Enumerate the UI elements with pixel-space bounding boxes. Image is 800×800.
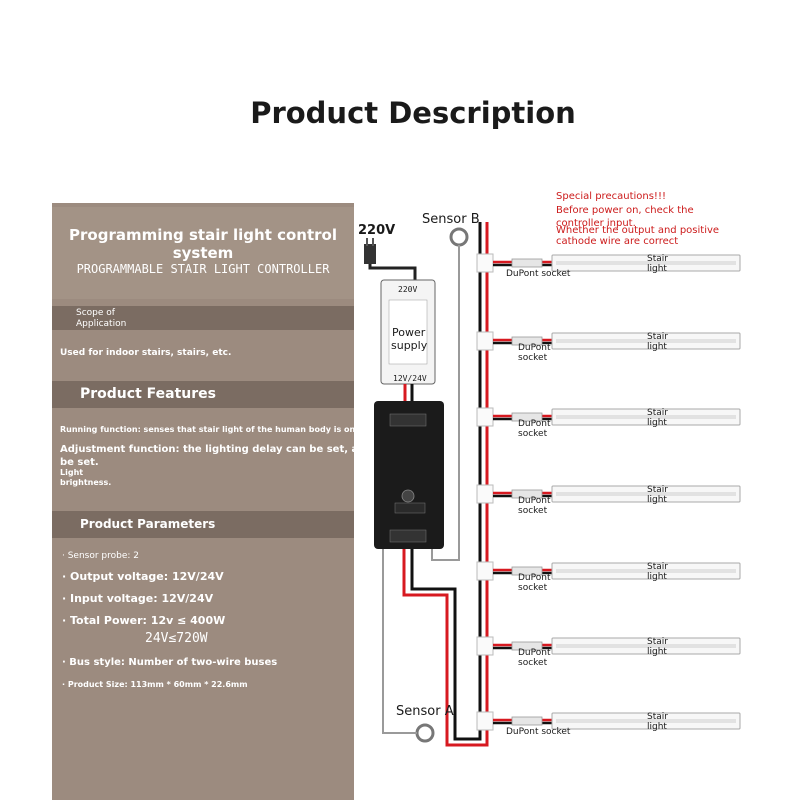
scope-band [52,306,354,330]
bus-red-wire [402,222,489,747]
stair-light-label-1-line2: light [647,264,667,274]
stair-light-label-4-line1: Stair [647,485,668,495]
stair-light-label-7-line1: Stair [647,712,668,722]
panel-title-line1: Programming stair light control [69,226,337,244]
bus-junction-6 [476,636,494,656]
input-voltage-label: 220V [358,223,396,238]
stair-light-label-6-line1: Stair [647,637,668,647]
scope-text: Used for indoor stairs, stairs, etc. [60,348,232,358]
running-function-text: Running function: senses that stair ligh… [60,425,359,434]
sensor-b-label: Sensor B [422,212,480,227]
precaution-line5: cathode wire are correct [556,236,679,247]
param-total-power: · Total Power: 12v ≤ 400W [62,614,226,627]
param-bus-style: · Bus style: Number of two-wire buses [62,657,278,668]
light-line1: Light [60,468,84,477]
stair-light-label-4-line2: light [647,495,667,505]
dupont-socket-label-6-line2: socket [518,658,548,668]
param-input-voltage: · Input voltage: 12V/24V [62,592,214,605]
stair-light-label-7-line2: light [647,722,667,732]
bus-junction-1 [476,253,494,273]
adjustment-function-line1: Adjustment function: the lighting delay … [60,444,466,455]
page-title: Product Description [250,96,576,130]
stair-light-label-2-line2: light [647,342,667,352]
dupont-socket-label-3-line2: socket [518,429,548,439]
bus-junction-2 [476,331,494,351]
param-output-voltage: · Output voltage: 12V/24V [62,570,224,583]
panel-title-band [52,207,354,299]
dupont-socket-label-5-line2: socket [518,583,548,593]
params-heading: Product Parameters [80,517,216,531]
stair-light-branches [476,253,741,731]
precaution-line1: Special precautions!!! [556,191,666,202]
panel-title-line2: system [172,244,234,262]
controller-module [374,401,444,549]
features-band [52,381,354,408]
ac-plug [364,238,417,282]
bus-junction-3 [476,407,494,427]
stair-light-label-3-line1: Stair [647,408,668,418]
panel-subtitle: PROGRAMMABLE STAIR LIGHT CONTROLLER [76,262,330,276]
power-supply [380,279,436,385]
bus-junction-5 [476,561,494,581]
param-sensor-probe: · Sensor probe: 2 [62,551,140,561]
stair-light-label-5-line2: light [647,572,667,582]
psu-label-line2: supply [391,339,428,352]
info-panel [52,203,354,800]
dupont-socket-label-3-line1: DuPont [518,419,551,429]
dupont-socket-4 [511,489,543,499]
dupont-socket-6 [511,641,543,651]
param-product-size: · Product Size: 113mm * 60mm * 22.6mm [62,680,248,689]
param-total-power-24v: 24V≤720W [145,631,208,646]
bus-junction-4 [476,484,494,504]
light-line2: brightness. [60,478,112,487]
precaution-line4: Whether the output and positive [556,225,720,236]
dupont-socket-label-5-line1: DuPont [518,573,551,583]
bus-junction-7 [476,711,494,731]
stair-light-label-3-line2: light [647,418,667,428]
dupont-socket-3 [511,412,543,422]
stair-light-label-1-line1: Stair [647,254,668,264]
dupont-socket-2 [511,336,543,346]
sensor-a-label: Sensor A [396,704,454,719]
stair-light-label-6-line2: light [647,647,667,657]
scope-heading-line2: Application [76,319,127,329]
dupont-socket-label-1: DuPont socket [506,269,571,279]
dupont-socket-1 [511,258,543,268]
params-band [52,511,354,538]
stair-light-label-2-line1: Stair [647,332,668,342]
sensor-b [431,227,469,561]
precaution-line3: controller input. [556,218,636,229]
dupont-socket-label-4-line1: DuPont [518,496,551,506]
scope-heading-line1: Scope of [76,308,115,318]
dupont-socket-label-2-line2: socket [518,353,548,363]
psu-top-label: 220V [398,285,418,294]
dupont-socket-7 [511,716,543,726]
dupont-socket-label-4-line2: socket [518,506,548,516]
dupont-socket-label-6-line1: DuPont [518,648,551,658]
dupont-socket-5 [511,566,543,576]
stair-light-label-5-line1: Stair [647,562,668,572]
dupont-socket-label-7: DuPont socket [506,727,571,737]
adjustment-function-line2: be set. [60,457,99,468]
psu-label-line1: Power [392,326,426,339]
precaution-line2: Before power on, check the [556,205,694,216]
sensor-a [382,549,435,743]
features-heading: Product Features [80,386,216,402]
psu-bottom-label: 12V/24V [393,374,427,383]
dupont-socket-label-2-line1: DuPont [518,343,551,353]
